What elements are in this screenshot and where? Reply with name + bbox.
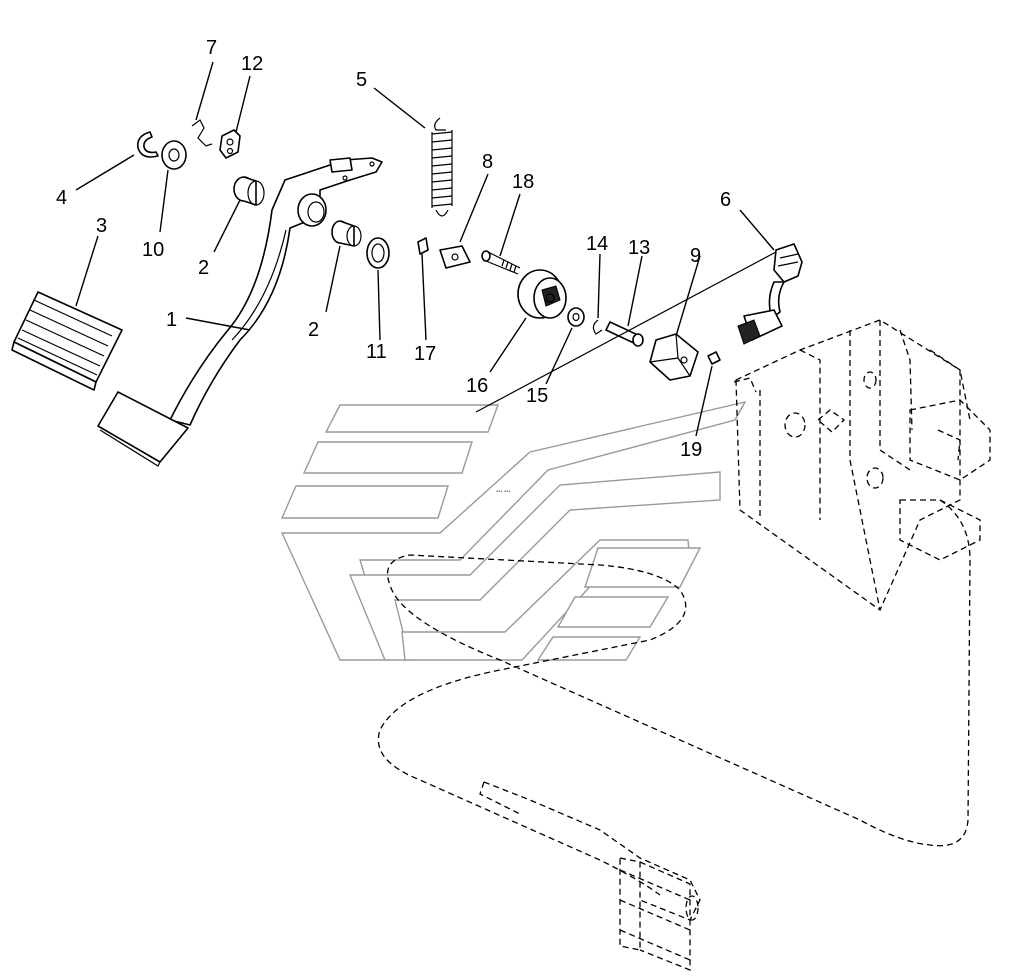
- callout-12: 12: [241, 53, 263, 75]
- pedal-pad: [97, 391, 189, 467]
- connector-12: [219, 129, 241, 159]
- bushing-left: [233, 176, 265, 206]
- callout-17: 17: [414, 343, 436, 365]
- watermark-logo: ▪▪▪ ▪▪▪: [280, 400, 747, 661]
- nut-19: [707, 351, 721, 365]
- callout-13: 13: [628, 237, 650, 259]
- callout-8: 8: [482, 151, 493, 173]
- watermark-text: ▪▪▪ ▪▪▪: [496, 489, 510, 495]
- callout-1: 1: [166, 309, 177, 331]
- callout-7: 7: [206, 37, 217, 59]
- lower-linkage: [479, 781, 701, 971]
- clip-17: [417, 237, 429, 255]
- washer-10: [161, 140, 187, 170]
- pin-14: [592, 319, 603, 335]
- leader-lines: [75, 61, 775, 437]
- callout-10: 10: [142, 239, 164, 261]
- cam-hub: [517, 269, 567, 319]
- bracket-8: [439, 245, 471, 269]
- wire-harness: [737, 243, 803, 345]
- pedal-arm: [169, 157, 383, 426]
- callout-2-left: 2: [198, 257, 209, 279]
- callout-16: 16: [466, 375, 488, 397]
- bolt-18: [481, 250, 521, 275]
- spring-clip: [191, 119, 213, 147]
- harness-route-line: [475, 251, 777, 413]
- callout-labels: 7 12 5 8 18 6 4 3 10 2 14 13 9 1 2 11 17…: [56, 37, 731, 461]
- return-spring: [431, 117, 453, 217]
- pedal-pad-cover: [11, 291, 123, 391]
- callout-19: 19: [680, 439, 702, 461]
- washer-15: [567, 307, 585, 327]
- retaining-clip: [136, 131, 159, 158]
- callout-2-right: 2: [308, 319, 319, 341]
- mounting-bracket: [733, 319, 991, 611]
- callout-18: 18: [512, 171, 534, 193]
- dashed-cable: [377, 499, 971, 896]
- callout-15: 15: [526, 385, 548, 407]
- callout-4: 4: [56, 187, 67, 209]
- position-sensor: [649, 333, 699, 381]
- callout-5: 5: [356, 69, 367, 91]
- callout-14: 14: [586, 233, 608, 255]
- bushing-right: [331, 220, 362, 247]
- washer-11: [366, 237, 390, 269]
- callout-3: 3: [96, 215, 107, 237]
- callout-11: 11: [366, 341, 387, 363]
- callout-6: 6: [720, 189, 731, 211]
- callout-9: 9: [690, 245, 701, 267]
